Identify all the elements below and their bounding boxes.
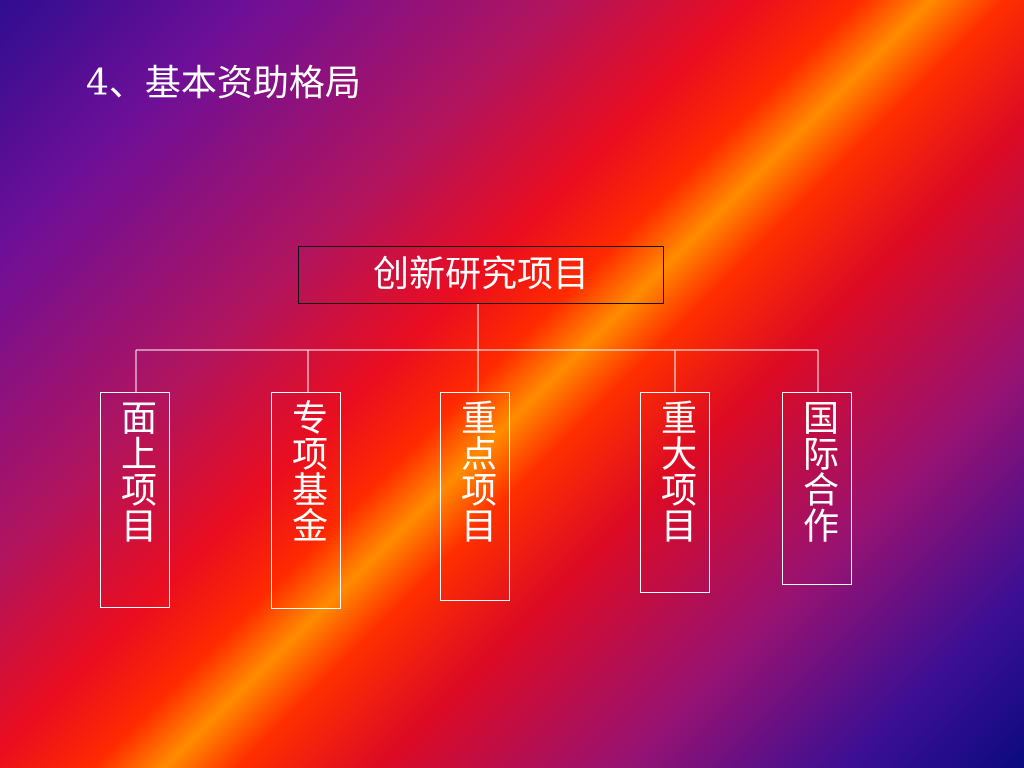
child-node-4: 国际合作 [782, 392, 852, 585]
root-node-label: 创新研究项目 [372, 254, 589, 295]
child-node-label-0: 面上项目 [115, 399, 156, 543]
child-node-3: 重大项目 [640, 392, 710, 593]
child-node-label-3: 重大项目 [655, 399, 696, 543]
child-node-label-2: 重点项目 [455, 399, 496, 543]
child-node-label-1: 专项基金 [286, 399, 327, 543]
child-node-1: 专项基金 [271, 392, 341, 609]
child-node-2: 重点项目 [440, 392, 510, 601]
slide-title: 4、基本资助格局 [86, 63, 361, 104]
child-node-0: 面上项目 [100, 392, 170, 608]
child-node-label-4: 国际合作 [797, 399, 838, 543]
root-node: 创新研究项目 [298, 246, 664, 304]
